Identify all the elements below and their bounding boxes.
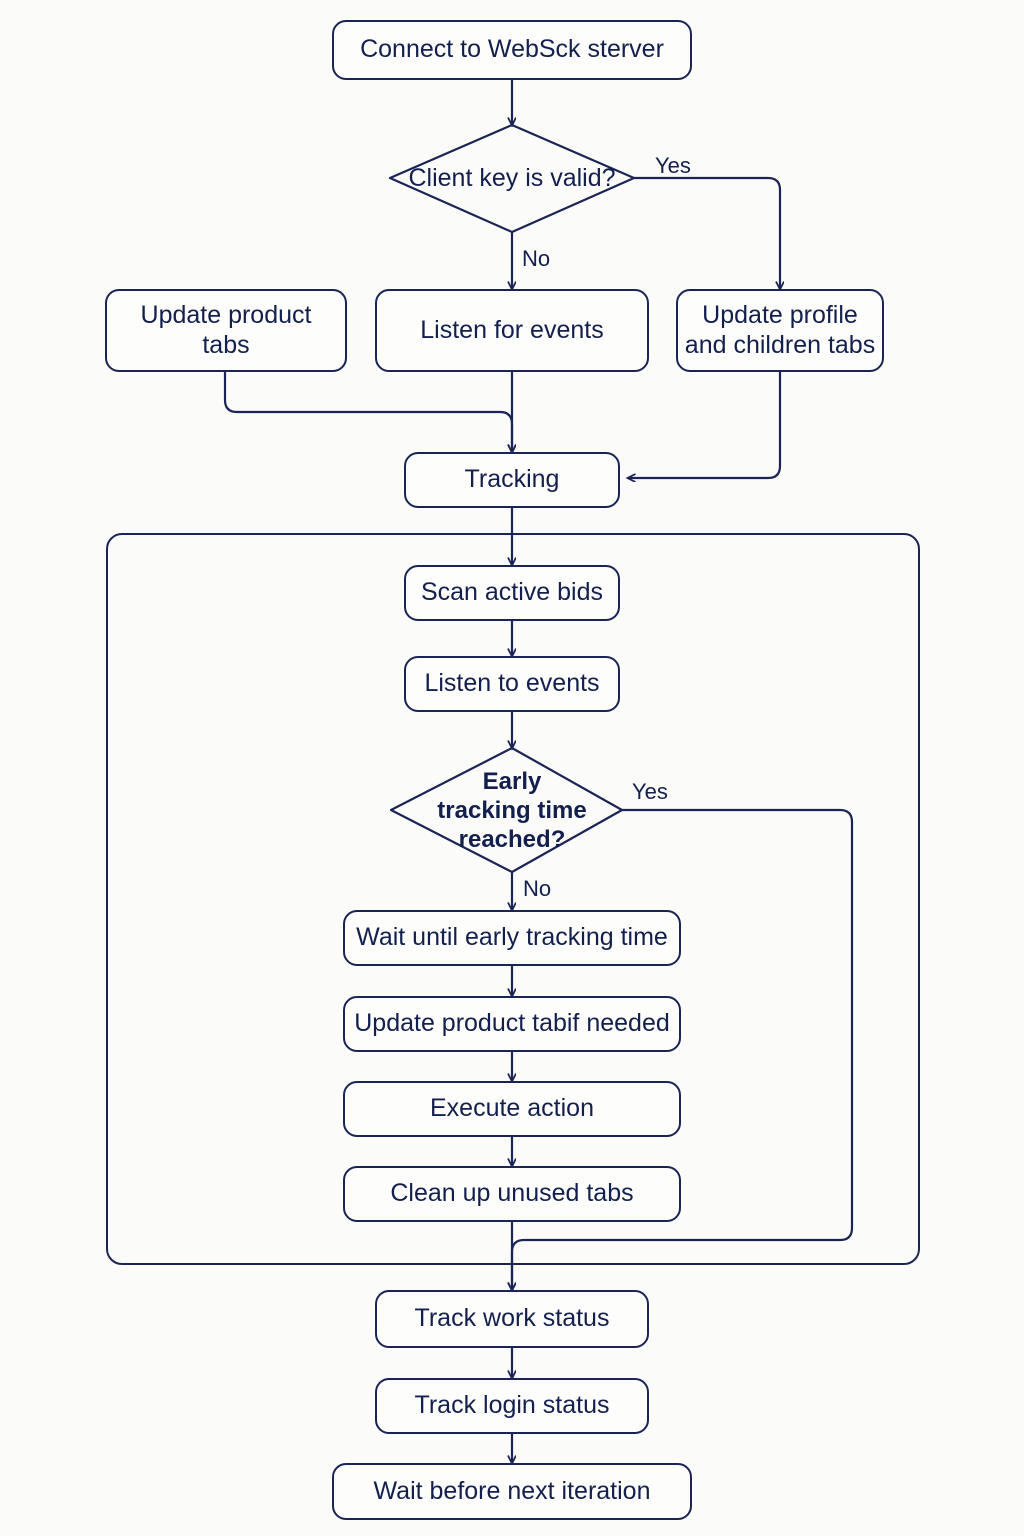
- edge-early-yes: [512, 808, 854, 1290]
- node-client-key-is-valid[interactable]: [390, 125, 634, 232]
- node-connect-to-websocket-server[interactable]: Connect to WebSck sterver: [332, 20, 692, 80]
- node-update-product-tabs[interactable]: Update product tabs: [105, 289, 347, 372]
- edge-label-client-key-yes: Yes: [655, 153, 691, 178]
- loop-container: [106, 533, 920, 1265]
- shape-diamond-early-tracking: [389, 746, 624, 874]
- node-execute-action[interactable]: Execute action: [343, 1081, 681, 1137]
- edge-product-tabs-to-tracking: [223, 372, 512, 452]
- shape-diamond-client-key: [388, 123, 636, 234]
- node-track-work-status[interactable]: Track work status: [375, 1290, 649, 1348]
- edge-decision-yes: [634, 176, 780, 289]
- node-update-product-tab-if-needed[interactable]: Update product tabif needed: [343, 996, 681, 1052]
- node-track-login-status[interactable]: Track login status: [375, 1378, 649, 1434]
- node-tracking[interactable]: Tracking: [404, 452, 620, 508]
- edge-label-client-key-no: No: [522, 246, 551, 271]
- node-clean-up-unused-tabs[interactable]: Clean up unused tabs: [343, 1166, 681, 1222]
- node-wait-before-next-iteration[interactable]: Wait before next iteration: [332, 1463, 692, 1520]
- edge-label-early-tracking-no: No: [523, 876, 552, 901]
- node-early-tracking-time-reached[interactable]: [391, 748, 622, 872]
- node-listen-for-events[interactable]: Listen for events: [375, 289, 649, 372]
- edge-profile-to-tracking: [628, 372, 782, 478]
- edge-label-early-tracking-yes: Yes: [632, 779, 668, 804]
- node-listen-to-events[interactable]: Listen to events: [404, 656, 620, 712]
- node-update-profile-and-children-tabs[interactable]: Update profile and children tabs: [676, 289, 884, 372]
- node-wait-until-early-tracking-time[interactable]: Wait until early tracking time: [343, 910, 681, 966]
- node-scan-active-bids[interactable]: Scan active bids: [404, 565, 620, 621]
